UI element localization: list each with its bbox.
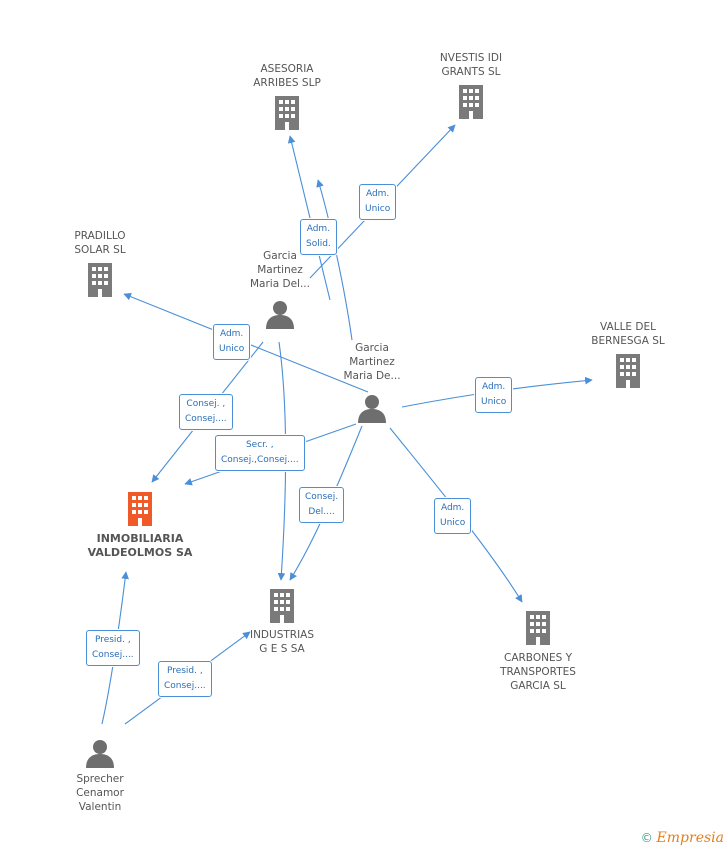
company-name: CARBONES Y TRANSPORTES GARCIA SL	[500, 652, 576, 692]
edge-label-adm-unico-pradillo[interactable]: Adm. Unico	[213, 324, 251, 360]
edge-garcia1-asesoria-b	[316, 179, 353, 341]
node-garcia1[interactable]: Garcia Martinez Maria Del...	[240, 249, 320, 329]
building-icon	[526, 611, 550, 645]
node-inmobiliaria[interactable]: INMOBILIARIA VALDEOLMOS SA	[80, 492, 200, 560]
node-asesoria[interactable]: ASESORIA ARRIBES SLP	[250, 62, 324, 130]
building-icon	[88, 263, 112, 297]
building-icon	[128, 492, 152, 526]
edge-label-presid-inmobiliaria[interactable]: Presid. , Consej....	[86, 630, 140, 666]
building-icon	[275, 96, 299, 130]
person-icon	[266, 301, 294, 329]
edge-label-presid-industrias[interactable]: Presid. , Consej....	[158, 661, 212, 697]
node-industrias[interactable]: INDUSTRIAS G E S SA	[240, 589, 324, 656]
building-icon	[270, 589, 294, 623]
edge-label-adm-unico-carbones[interactable]: Adm. Unico	[434, 498, 472, 534]
person-name: Sprecher Cenamor Valentin	[76, 773, 124, 813]
building-icon	[459, 85, 483, 119]
edge-label-adm-solid[interactable]: Adm. Solid.	[300, 219, 337, 255]
footer-brand: © Empresia	[641, 830, 724, 846]
edge-label-consej-del[interactable]: Consej. Del....	[299, 487, 345, 523]
copyright-icon: ©	[640, 831, 653, 845]
node-valle[interactable]: VALLE DEL BERNESGA SL	[583, 320, 673, 388]
company-name: INMOBILIARIA VALDEOLMOS SA	[87, 532, 193, 559]
person-icon	[358, 395, 386, 423]
company-name: NVESTIS IDI GRANTS SL	[439, 52, 503, 78]
edge-label-adm-unico-valle[interactable]: Adm. Unico	[475, 377, 513, 413]
edge-label-secr-consej[interactable]: Secr. , Consej.,Consej....	[215, 435, 305, 471]
company-name: ASESORIA ARRIBES SLP	[253, 63, 321, 89]
node-pradillo[interactable]: PRADILLO SOLAR SL	[63, 229, 137, 297]
edge-label-consej-garcia1[interactable]: Consej. , Consej....	[179, 394, 233, 430]
edge-garcia1-asesoria	[287, 135, 331, 301]
person-name: Garcia Martinez Maria Del...	[250, 250, 310, 290]
person-name: Garcia Martinez Maria De...	[343, 342, 401, 382]
brand-logo: Empresia	[656, 830, 724, 846]
node-garcia2[interactable]: Garcia Martinez Maria De...	[332, 341, 412, 423]
node-carbones[interactable]: CARBONES Y TRANSPORTES GARCIA SL	[490, 611, 586, 693]
company-name: INDUSTRIAS G E S SA	[249, 629, 315, 655]
building-icon	[616, 354, 640, 388]
company-name: PRADILLO SOLAR SL	[74, 230, 126, 256]
edge-label-adm-unico-nvestis[interactable]: Adm. Unico	[359, 184, 397, 220]
company-name: VALLE DEL BERNESGA SL	[591, 321, 665, 347]
node-sprecher[interactable]: Sprecher Cenamor Valentin	[60, 738, 140, 814]
person-icon	[86, 740, 114, 768]
node-nvestis[interactable]: NVESTIS IDI GRANTS SL	[434, 51, 508, 119]
